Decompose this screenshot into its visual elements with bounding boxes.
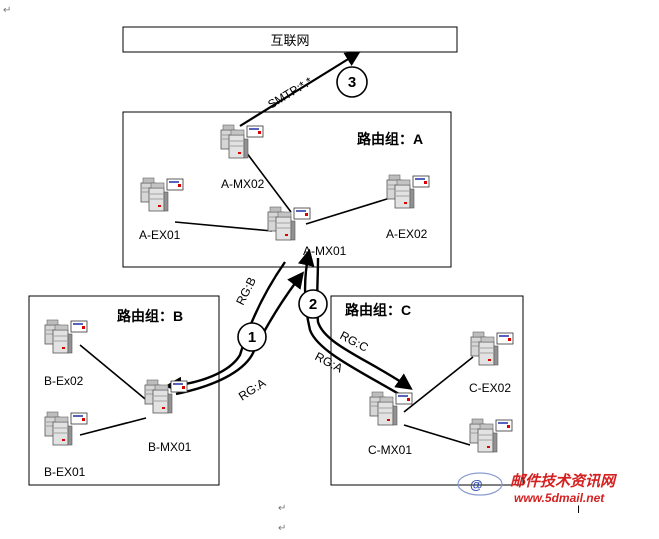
link-c-mx01-c-ex03 [403,424,471,446]
flow-2-arrows [297,248,413,399]
flow-1-arrows [164,261,305,396]
smtp-arrow [239,51,361,127]
step-1-badge: 1 [237,322,267,352]
connection-lines [79,151,474,446]
internet-box [122,26,458,53]
server-a-ex02-label: A-EX02 [386,227,428,241]
paragraph-mark-bottom-1: ↵ [278,503,286,514]
paragraph-mark-bottom-2: ↵ [278,523,286,534]
flow-rg-a-arrow [175,271,305,396]
link-c-mx01-c-ex02 [403,356,474,413]
flow-rg-b-arrow [164,261,286,394]
routing-group-a-box [122,111,452,268]
link-b-ex02-b-mx01 [79,344,151,404]
step-3-number: 3 [348,74,356,91]
flow-rg-c-arrow [315,257,413,390]
text-cursor-mark: I [577,504,580,516]
routing-group-a-label: 路由组：A [357,131,423,147]
server-a-ex01-label: A-EX01 [139,228,181,242]
step-3-badge: 3 [336,66,368,98]
server-c-ex02-label: C-EX02 [469,381,511,395]
internet-label: 互联网 [270,33,309,48]
step-1-number: 1 [248,329,256,346]
routing-group-b-label: 路由组：B [117,308,183,324]
server-b-ex02-label: B-Ex02 [44,374,84,388]
svg-text:@: @ [470,477,483,492]
watermark-title: 邮件技术资讯网 [510,473,618,490]
routing-group-b-box [28,295,220,486]
step-2-number: 2 [309,296,317,313]
link-a-ex02-a-mx01 [305,197,391,225]
routing-group-c-label: 路由组：C [345,302,411,318]
link-b-ex01-b-mx01 [79,417,147,436]
link-a-mx02-a-mx01 [245,151,292,213]
link-a-ex01-a-mx01 [174,221,273,232]
server-b-mx01-label: B-MX01 [148,440,192,454]
server-a-mx01-label: A-MX01 [303,244,347,258]
server-b-ex01-label: B-EX01 [44,465,86,479]
routing-group-c-box [330,295,524,486]
watermark-logo-icon: @ [457,472,503,496]
step-2-badge: 2 [298,289,328,319]
flow-rg-a-right-arrow [297,248,405,399]
server-a-mx02-label: A-MX02 [221,177,265,191]
watermark: @ 邮件技术资讯网 www.5dmail.net [457,472,618,505]
server-c-mx01-label: C-MX01 [368,443,412,457]
watermark-url: www.5dmail.net [514,491,605,505]
paragraph-mark-top: ↵ [3,5,11,16]
